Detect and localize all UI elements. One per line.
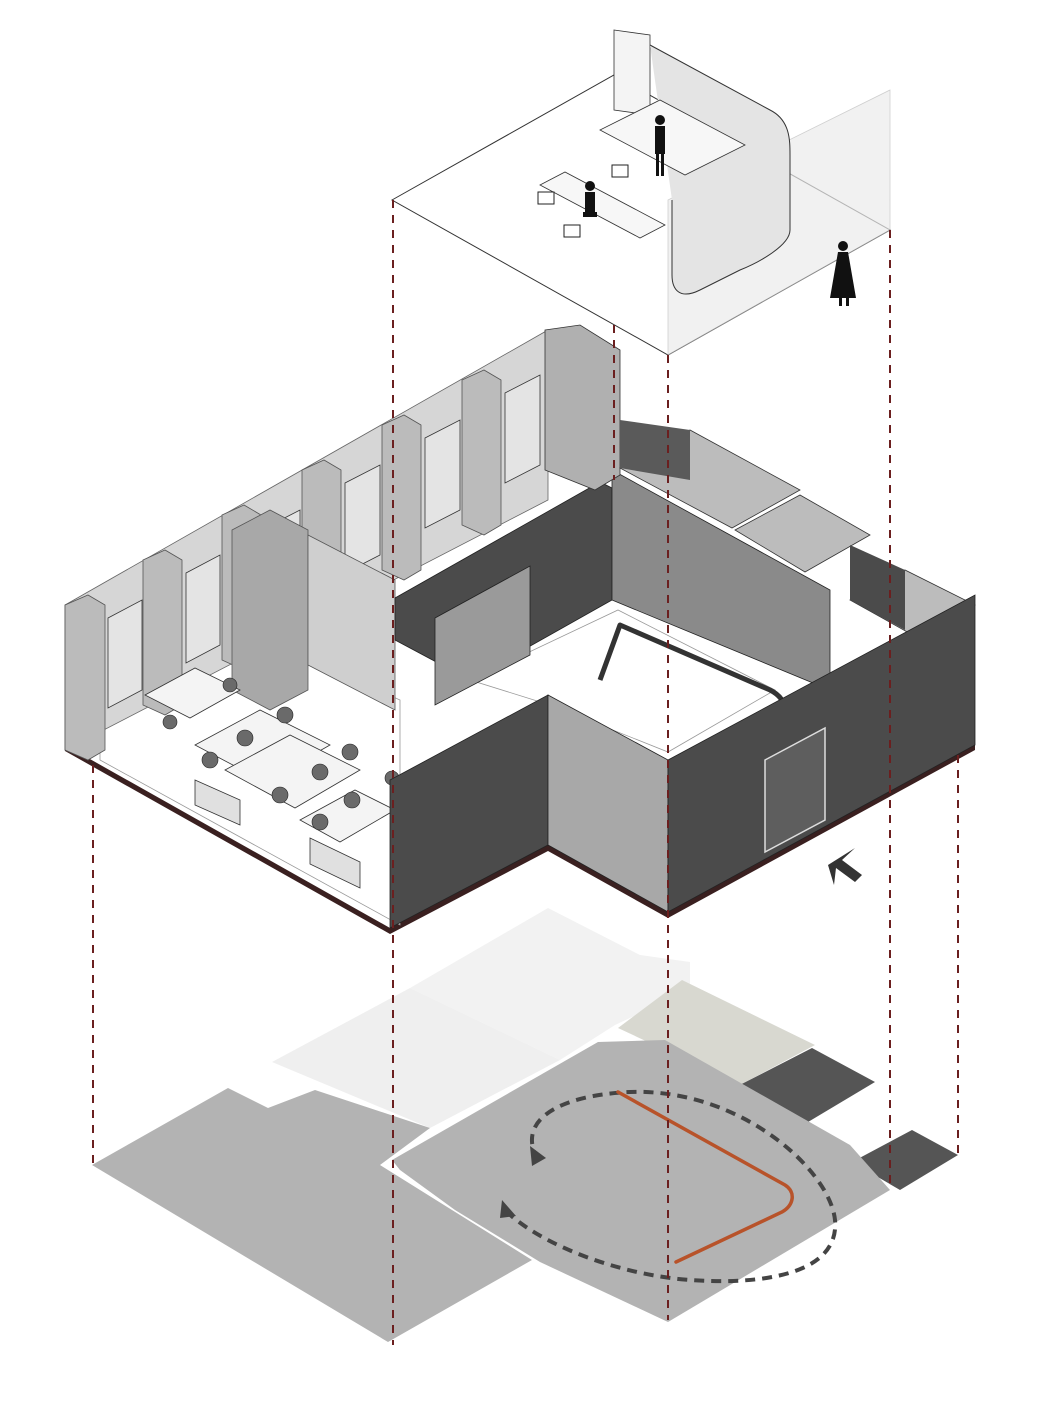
- chair-icon: [222, 677, 238, 693]
- chair-icon: [343, 791, 361, 809]
- back-room-a-wall: [620, 420, 690, 480]
- floor-model-layer: [64, 324, 976, 934]
- zoning-plan-layer: [92, 908, 958, 1342]
- desk-icon: [144, 667, 241, 719]
- circulation-arrowhead-b: [500, 1200, 516, 1218]
- chair-icon: [201, 751, 219, 769]
- window: [424, 419, 461, 529]
- window: [185, 554, 221, 664]
- person-figure-icon: [830, 241, 856, 306]
- column-tall: [544, 324, 621, 491]
- chair-icon: [537, 191, 555, 205]
- projection-guides: [92, 200, 959, 1345]
- pillar: [381, 414, 422, 581]
- circulation-arrowhead-a: [530, 1146, 546, 1166]
- module-chairs: [537, 164, 629, 238]
- chair-icon: [236, 729, 254, 747]
- chairs: [162, 677, 400, 831]
- zone-mid-right: [392, 1040, 890, 1322]
- desk-icon: [224, 734, 361, 809]
- glass-partition: [434, 565, 531, 706]
- zone-dark-b: [852, 1130, 958, 1190]
- module-table: [539, 171, 666, 239]
- entrance-door: [764, 726, 826, 854]
- module-curved-wall: [649, 44, 791, 295]
- chair-icon: [311, 763, 329, 781]
- people: [583, 115, 856, 306]
- entrance-arrow-icon: [828, 848, 862, 885]
- window: [344, 464, 381, 574]
- workstations: [144, 667, 396, 889]
- module-partition: [613, 29, 651, 116]
- chair-icon: [563, 224, 581, 238]
- chair-icon: [271, 786, 289, 804]
- back-room-c-wall: [850, 545, 905, 630]
- storage-cabinet: [231, 509, 309, 711]
- window: [504, 374, 541, 484]
- zone-light-upper: [410, 908, 690, 1060]
- chair-icon: [162, 714, 178, 730]
- chair-icon: [276, 706, 294, 724]
- pegboard-wall: [307, 534, 396, 711]
- pillar: [461, 369, 502, 536]
- person-figure-icon: [583, 181, 597, 217]
- detail-module-layer: [390, 29, 892, 356]
- zone-light-left: [272, 988, 560, 1128]
- person-figure-icon: [655, 115, 665, 176]
- counter-path: [616, 1090, 794, 1264]
- chair-icon: [611, 164, 629, 178]
- circulation-path: [503, 1089, 838, 1284]
- desk-pedestal: [309, 837, 361, 889]
- window: [107, 599, 143, 709]
- chair-icon: [341, 743, 359, 761]
- front-left-wall: [389, 694, 549, 929]
- back-room-b: [734, 494, 871, 573]
- desk-pedestal: [194, 779, 241, 826]
- chair-icon: [311, 813, 329, 831]
- zone-mid-left: [92, 1088, 532, 1342]
- pillar: [64, 594, 106, 761]
